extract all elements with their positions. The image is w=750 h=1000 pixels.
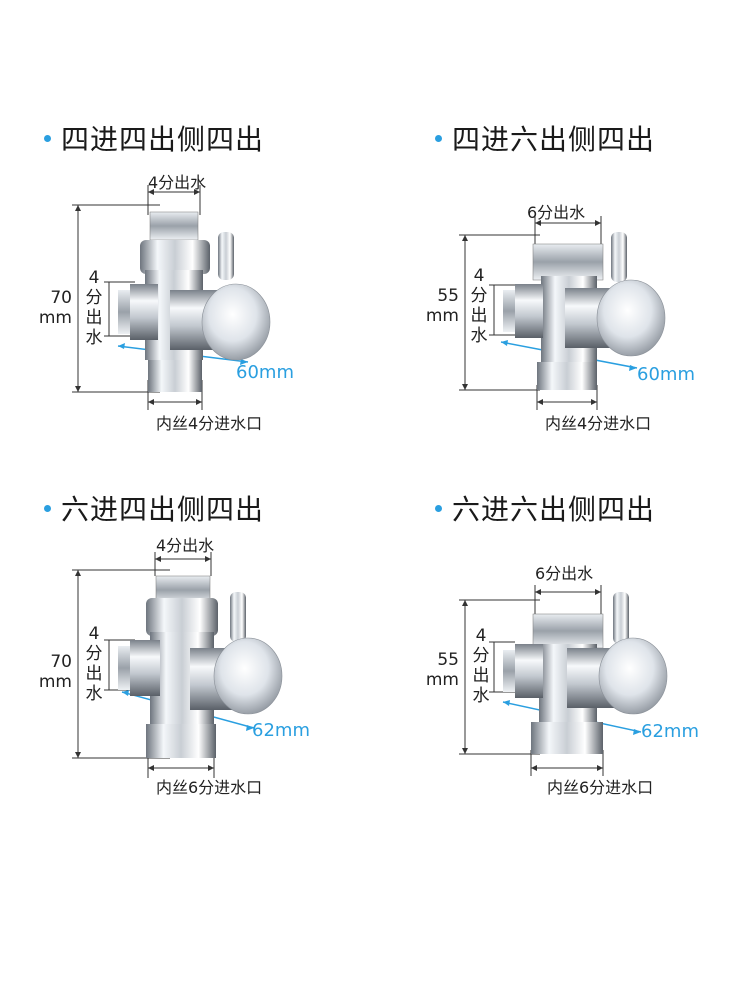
depth-dimension: 62mm — [641, 721, 699, 742]
panel-title: 六进六出侧四出 — [435, 488, 655, 528]
panel-title: 四进四出侧四出 — [44, 118, 264, 158]
panel-title: 六进四出侧四出 — [44, 488, 264, 528]
top-outlet-label: 4分出水 — [148, 173, 207, 192]
panel-6in-6out: 六进六出侧四出 — [375, 370, 750, 796]
inlet-label: 内丝4分进水口 — [156, 414, 263, 433]
depth-dimension: 60mm — [637, 364, 695, 385]
panel-6in-4out: 六进四出侧四出 — [0, 370, 375, 796]
inlet-label: 内丝6分进水口 — [156, 778, 263, 797]
panel-title: 四进六出侧四出 — [435, 118, 655, 158]
valve-body — [503, 232, 666, 390]
top-outlet-label: 4分出水 — [156, 536, 215, 555]
top-outlet-label: 6分出水 — [535, 564, 594, 583]
inlet-label: 内丝6分进水口 — [547, 778, 654, 797]
bullet-dot — [435, 504, 442, 512]
panel-4in-4out: 四进四出侧四出 — [0, 0, 375, 432]
bullet-dot — [435, 134, 442, 142]
top-outlet-label: 6分出水 — [527, 203, 586, 222]
bullet-dot — [44, 134, 51, 142]
depth-dimension: 60mm — [236, 362, 294, 383]
bullet-dot — [44, 504, 51, 512]
valve-diagram — [459, 585, 668, 776]
valve-body — [118, 575, 283, 758]
inlet-label: 内丝4分进水口 — [545, 414, 652, 433]
valve-diagram — [72, 552, 283, 778]
valve-body — [118, 211, 271, 392]
valve-body — [503, 592, 668, 754]
valve-diagram — [459, 216, 666, 410]
panel-4in-6out: 四进六出侧四出 — [375, 0, 750, 432]
valve-diagram — [72, 185, 271, 410]
depth-dimension: 62mm — [252, 720, 310, 741]
